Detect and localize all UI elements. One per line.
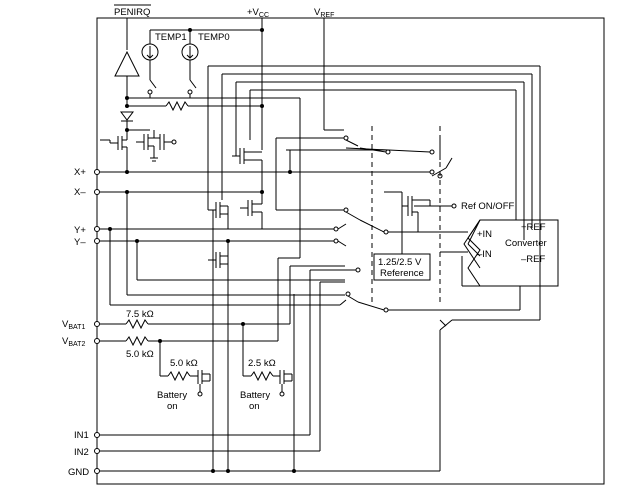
battery-b-line2: on xyxy=(249,401,260,412)
temp1-label: TEMP1 xyxy=(155,32,187,43)
chip-outline xyxy=(96,17,605,485)
converter-plus-in: +IN xyxy=(477,229,492,240)
gnd-label: GND xyxy=(68,467,89,478)
ref-on-off-label: Ref ON/OFF xyxy=(461,201,515,212)
in1-label: IN1 xyxy=(74,430,89,441)
temp-resistor xyxy=(165,100,189,112)
resistor-5k-b xyxy=(167,370,191,382)
x-plus-pin xyxy=(94,169,100,175)
y-plus-label: Y+ xyxy=(74,225,86,236)
reference-line2: Reference xyxy=(380,268,424,279)
diode xyxy=(120,111,134,121)
converter-minus-ref: –REF xyxy=(521,254,545,265)
resistor-7k5-label: 7.5 kΩ xyxy=(126,309,154,320)
vbat2-label: VBAT2 xyxy=(62,336,85,348)
y-minus-pin xyxy=(94,238,100,244)
penirq-label: PENIRQ xyxy=(114,7,150,18)
y-minus-label: Y– xyxy=(74,237,86,248)
resistor-7k5 xyxy=(125,318,149,330)
resistor-5k-a xyxy=(125,335,149,347)
x-plus-label: X+ xyxy=(74,167,86,178)
temp0-label: TEMP0 xyxy=(198,32,230,43)
in2-label: IN2 xyxy=(74,447,89,458)
resistor-5k-a-label: 5.0 kΩ xyxy=(126,349,154,360)
reference-line1: 1.25/2.5 V xyxy=(378,257,422,268)
y-plus-pin xyxy=(94,226,100,232)
converter-minus-in: –IN xyxy=(477,249,492,260)
battery-a-line1: Battery xyxy=(157,390,187,401)
converter-label: Converter xyxy=(505,238,547,249)
in2-pin xyxy=(94,448,100,454)
resistor-2k5-label: 2.5 kΩ xyxy=(248,358,276,369)
vcc-label: +VCC xyxy=(247,7,269,19)
resistor-2k5 xyxy=(250,370,274,382)
battery-b-line1: Battery xyxy=(240,390,270,401)
vbat2-pin xyxy=(94,338,100,344)
gnd-pin xyxy=(94,468,100,474)
penirq-buffer xyxy=(114,50,140,77)
x-minus-label: X– xyxy=(74,187,86,198)
battery-a-line2: on xyxy=(167,401,178,412)
vbat1-label: VBAT1 xyxy=(62,319,85,331)
x-minus-pin xyxy=(94,189,100,195)
converter-block xyxy=(467,219,559,287)
vbat1-pin xyxy=(94,321,100,327)
resistor-5k-b-label: 5.0 kΩ xyxy=(170,358,198,369)
vref-label: VREF xyxy=(314,7,334,19)
converter-plus-ref: +REF xyxy=(521,222,546,233)
in1-pin xyxy=(94,432,100,438)
